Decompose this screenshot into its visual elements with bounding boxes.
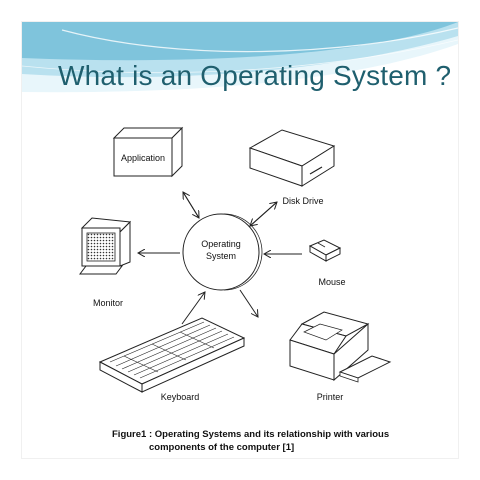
page-title: What is an Operating System ? (58, 60, 452, 91)
diagram-canvas: Application Disk Drive Monitor (79, 126, 392, 402)
relationship-arrows (138, 191, 302, 325)
monitor-node: Monitor (79, 217, 132, 308)
arrow-disk-to-os (250, 201, 278, 226)
application-label: Application (121, 153, 165, 163)
mouse-label: Mouse (318, 277, 345, 287)
application-node: Application (112, 126, 184, 178)
keyboard-label: Keyboard (161, 392, 200, 402)
os-label-line2: System (206, 251, 236, 261)
os-diagram: Application Disk Drive Monitor (72, 110, 408, 455)
arrow-os-to-printer (239, 289, 258, 317)
figure-caption: Figure1 : Operating Systems and its rela… (112, 428, 402, 454)
caption-line1: Figure1 : Operating Systems and its rela… (112, 429, 390, 440)
disk-drive-node: Disk Drive (248, 129, 336, 206)
slide: What is an Operating System ? Applicatio… (22, 22, 458, 458)
monitor-label: Monitor (93, 298, 123, 308)
printer-node: Printer (289, 311, 392, 402)
mouse-node: Mouse (308, 239, 346, 287)
arrow-application-to-os (182, 191, 199, 218)
arrow-keyboard-to-os (181, 292, 205, 325)
printer-label: Printer (317, 392, 344, 402)
disk-drive-label: Disk Drive (282, 196, 323, 206)
banner-decoration (22, 22, 458, 93)
caption-line2: components of the computer [1] (149, 442, 295, 453)
os-center-node: Operating System (182, 213, 263, 291)
keyboard-node: Keyboard (98, 317, 246, 402)
os-label-line1: Operating (201, 239, 241, 249)
